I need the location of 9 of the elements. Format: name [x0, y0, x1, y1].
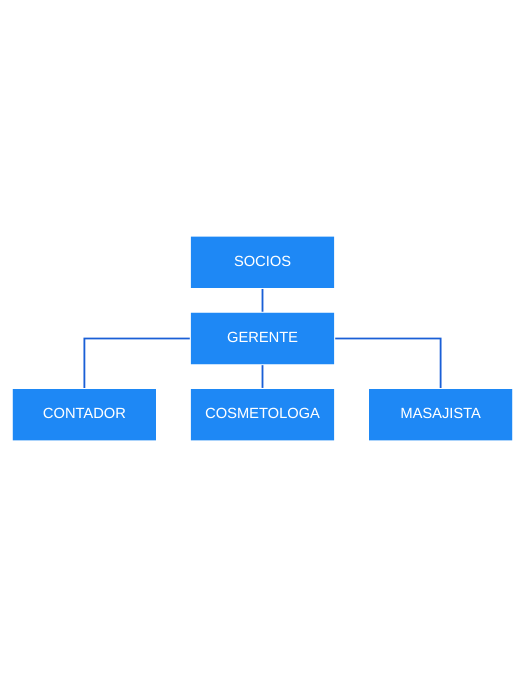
node-box: CONTADOR — [10, 387, 158, 442]
node-box: MASAJISTA — [367, 387, 514, 442]
connector — [335, 338, 442, 388]
node-box: GERENTE — [189, 310, 336, 366]
connector — [262, 288, 264, 312]
connector — [262, 365, 264, 388]
node-box: COSMETOLOGA — [189, 387, 336, 442]
node-box: SOCIOS — [189, 234, 336, 290]
connector — [83, 338, 190, 388]
